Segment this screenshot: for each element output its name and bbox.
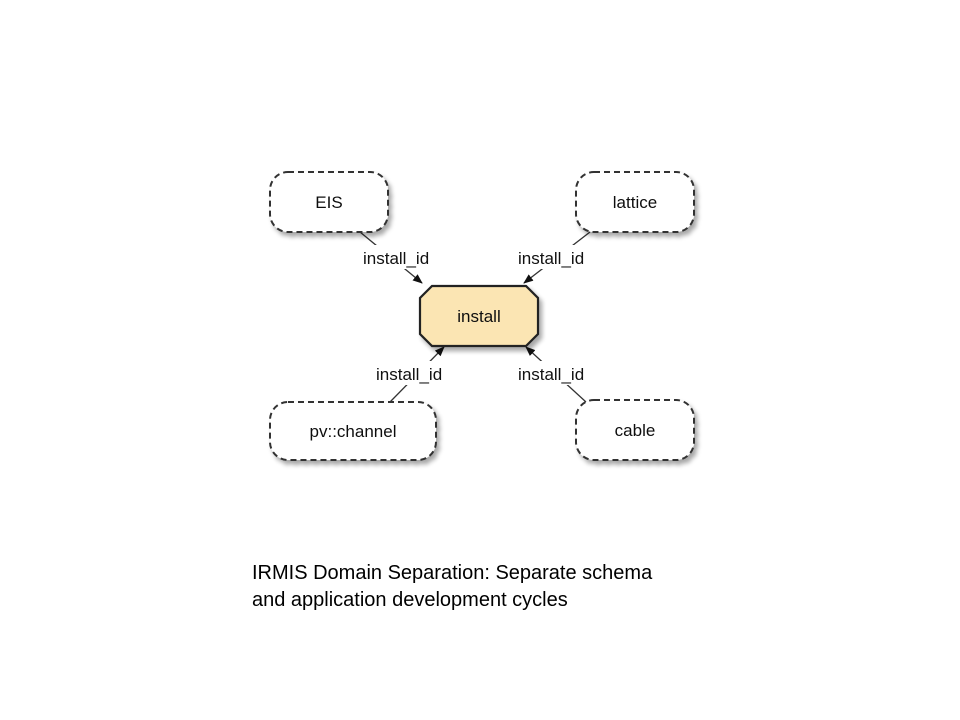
node-lattice: lattice — [575, 171, 695, 233]
edge-label-lattice-install: install_id — [518, 249, 584, 268]
edge-labels: install_id install_id install_id install… — [358, 245, 606, 385]
node-install: install — [418, 284, 540, 348]
node-label-eis: EIS — [315, 193, 342, 212]
node-cable: cable — [575, 399, 695, 461]
node-eis: EIS — [269, 171, 389, 233]
node-pv-channel: pv::channel — [269, 401, 437, 461]
edge-label-pv-channel-install: install_id — [376, 365, 442, 384]
edge-label-eis-install: install_id — [363, 249, 429, 268]
node-label-pv-channel: pv::channel — [310, 422, 397, 441]
node-label-lattice: lattice — [613, 193, 657, 212]
caption-line-1: IRMIS Domain Separation: Separate schema — [252, 562, 653, 584]
node-label-cable: cable — [615, 421, 656, 440]
caption-line-2: and application development cycles — [252, 589, 568, 611]
edge-label-cable-install: install_id — [518, 365, 584, 384]
caption: IRMIS Domain Separation: Separate schema… — [252, 560, 812, 614]
node-label-install: install — [457, 307, 500, 326]
